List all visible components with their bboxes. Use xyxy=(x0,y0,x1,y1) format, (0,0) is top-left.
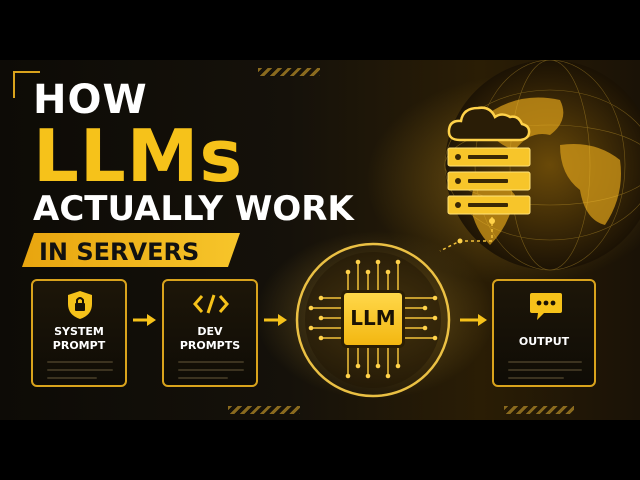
server-connector xyxy=(439,217,495,252)
title-actually-work: ACTUALLY WORK xyxy=(33,189,354,229)
subtitle-banner xyxy=(22,233,240,267)
text-placeholder-line xyxy=(47,361,113,363)
llm-label: LLM xyxy=(350,306,396,330)
decorative-stripe xyxy=(258,68,320,76)
text-placeholder-line xyxy=(178,361,244,363)
dev-prompts-label-line2: PROMPTS xyxy=(179,339,241,352)
system-prompt-card: SYSTEM PROMPT xyxy=(31,279,127,387)
arrow-right-icon xyxy=(460,314,487,326)
arrow-right-icon xyxy=(264,314,287,326)
cloud-icon xyxy=(447,106,531,142)
text-placeholder-line xyxy=(508,369,582,371)
text-placeholder-line xyxy=(178,369,244,371)
server-rack-icon xyxy=(447,147,531,215)
thumbnail-scene: HOW LLMs ACTUALLY WORK IN SERVERS SYSTEM… xyxy=(0,60,640,420)
decorative-stripe xyxy=(228,406,300,414)
output-card: OUTPUT xyxy=(492,279,596,387)
code-brackets-icon xyxy=(193,294,229,314)
arrow-right-icon xyxy=(133,314,156,326)
chat-bubble-icon xyxy=(530,293,562,320)
lock-shield-icon xyxy=(68,291,92,319)
decorative-stripe xyxy=(504,406,574,414)
dev-prompts-label-line1: DEV xyxy=(197,325,223,338)
system-prompt-label-line2: PROMPT xyxy=(52,339,106,352)
text-placeholder-line xyxy=(47,377,97,379)
system-prompt-label-line1: SYSTEM xyxy=(54,325,104,338)
dev-prompts-card: DEV PROMPTS xyxy=(162,279,258,387)
text-placeholder-line xyxy=(508,361,582,363)
subtitle-text: IN SERVERS xyxy=(39,238,200,266)
output-label: OUTPUT xyxy=(518,335,570,348)
text-placeholder-line xyxy=(178,377,228,379)
llm-chip xyxy=(341,290,405,348)
text-placeholder-line xyxy=(47,369,113,371)
text-placeholder-line xyxy=(508,377,564,379)
title-llms: LLMs xyxy=(33,114,244,198)
title-how: HOW xyxy=(33,77,148,123)
corner-bracket-icon xyxy=(13,71,40,98)
